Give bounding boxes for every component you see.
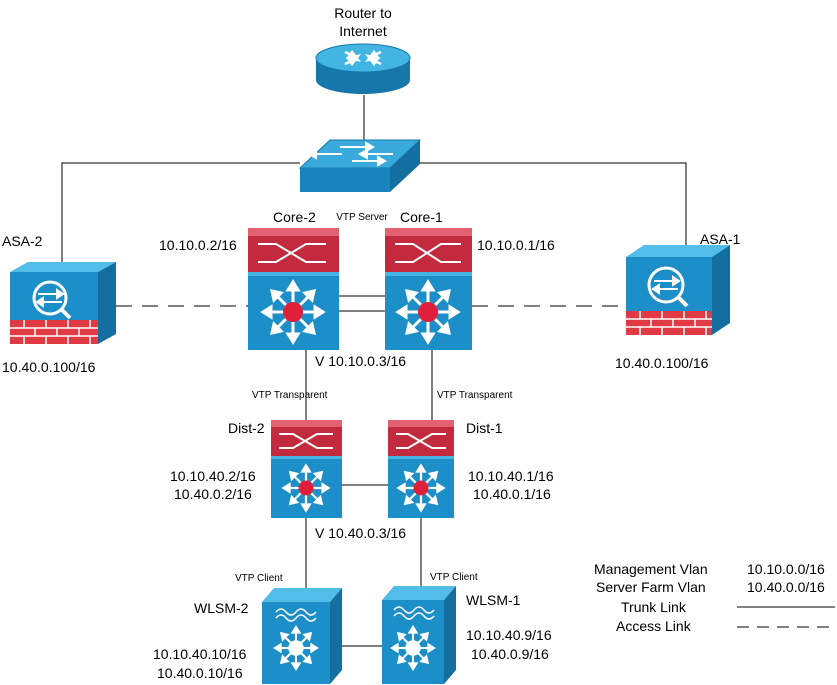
vtp-transparent-right-label: VTP Transparent bbox=[437, 390, 513, 401]
asa2-ip: 10.40.0.100/16 bbox=[2, 359, 96, 375]
vtp-client-left-label: VTP Client bbox=[235, 573, 283, 584]
multilayer-switch-icon bbox=[388, 420, 454, 518]
multilayer-switch-icon bbox=[385, 228, 472, 350]
asa2-firewall[interactable] bbox=[10, 262, 116, 344]
wireless-switch-icon bbox=[262, 588, 342, 684]
switch-asa2-link bbox=[61, 162, 300, 262]
wlsm2-ip1: 10.10.40.10/16 bbox=[153, 646, 247, 662]
legend-server-farm-value: 10.40.0.0/16 bbox=[747, 579, 825, 595]
asa1-ip: 10.40.0.100/16 bbox=[615, 355, 709, 371]
firewall-icon bbox=[10, 262, 116, 344]
wlsm1-name: WLSM-1 bbox=[466, 592, 521, 608]
access-switch[interactable] bbox=[298, 139, 422, 192]
legend-server-farm-label: Server Farm Vlan bbox=[596, 579, 706, 595]
switch-icon bbox=[298, 139, 422, 192]
dist2-switch[interactable] bbox=[271, 420, 342, 518]
core2-name: Core-2 bbox=[273, 209, 316, 225]
legend: Management Vlan 10.10.0.0/16 Server Farm… bbox=[594, 561, 835, 634]
switch-asa1-link bbox=[420, 162, 687, 245]
vtp-transparent-left-label: VTP Transparent bbox=[252, 390, 328, 401]
router-label-line2: Internet bbox=[339, 23, 387, 39]
vtp-client-right-label: VTP Client bbox=[430, 572, 478, 583]
asa1-firewall[interactable] bbox=[626, 245, 730, 335]
asa2-name: ASA-2 bbox=[2, 233, 43, 249]
dist2-ip2: 10.40.0.2/16 bbox=[174, 486, 252, 502]
firewall-icon bbox=[626, 245, 730, 335]
legend-trunk-label: Trunk Link bbox=[621, 599, 687, 615]
wlsm1-switch[interactable] bbox=[382, 586, 456, 684]
wlsm2-ip2: 10.40.0.10/16 bbox=[157, 665, 243, 681]
dist-virtual-ip: V 10.40.0.3/16 bbox=[315, 525, 406, 541]
multilayer-switch-icon bbox=[248, 228, 339, 350]
core2-ip: 10.10.0.2/16 bbox=[159, 237, 237, 253]
core2-switch[interactable]: Core-2 bbox=[248, 209, 339, 350]
dist2-ip1: 10.10.40.2/16 bbox=[170, 468, 256, 484]
core1-ip: 10.10.0.1/16 bbox=[477, 237, 555, 253]
vtp-server-label: VTP Server bbox=[336, 212, 388, 223]
wlsm2-name: WLSM-2 bbox=[194, 600, 249, 616]
wlsm2-switch[interactable] bbox=[262, 588, 342, 684]
router-label-line1: Router to bbox=[334, 5, 392, 21]
core1-name: Core-1 bbox=[400, 209, 443, 225]
dist2-name: Dist-2 bbox=[228, 420, 265, 436]
wlsm1-ip2: 10.40.0.9/16 bbox=[471, 646, 549, 662]
wireless-switch-icon bbox=[382, 586, 456, 684]
router[interactable]: Router to Internet bbox=[315, 5, 411, 94]
router-icon bbox=[315, 43, 411, 94]
multilayer-switch-icon bbox=[271, 420, 342, 518]
asa1-name: ASA-1 bbox=[700, 231, 741, 247]
dist1-ip1: 10.10.40.1/16 bbox=[468, 468, 554, 484]
legend-management-label: Management Vlan bbox=[594, 561, 708, 577]
core-virtual-ip: V 10.10.0.3/16 bbox=[315, 353, 406, 369]
dist1-ip2: 10.40.0.1/16 bbox=[473, 486, 551, 502]
dist1-switch[interactable] bbox=[388, 420, 454, 518]
links bbox=[61, 95, 687, 647]
core1-switch[interactable]: Core-1 bbox=[385, 209, 472, 350]
legend-access-label: Access Link bbox=[616, 618, 692, 634]
legend-management-value: 10.10.0.0/16 bbox=[747, 561, 825, 577]
wlsm1-ip1: 10.10.40.9/16 bbox=[466, 627, 552, 643]
dist1-name: Dist-1 bbox=[466, 420, 503, 436]
